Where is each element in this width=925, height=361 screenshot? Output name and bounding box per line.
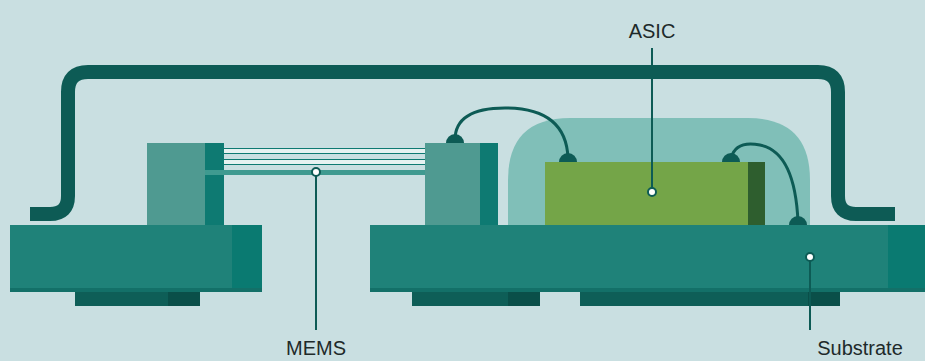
- substrate: [10, 225, 925, 306]
- asic-die: [545, 162, 765, 225]
- bond-ball: [446, 134, 807, 225]
- glob-top: [508, 118, 810, 225]
- part-label: ASIC: [629, 19, 676, 43]
- part-label: MEMS: [286, 336, 346, 360]
- mems-die: [147, 143, 498, 225]
- leader-line: [312, 48, 814, 330]
- bond-wire: [455, 108, 798, 222]
- part-label: Substrate: [817, 336, 903, 360]
